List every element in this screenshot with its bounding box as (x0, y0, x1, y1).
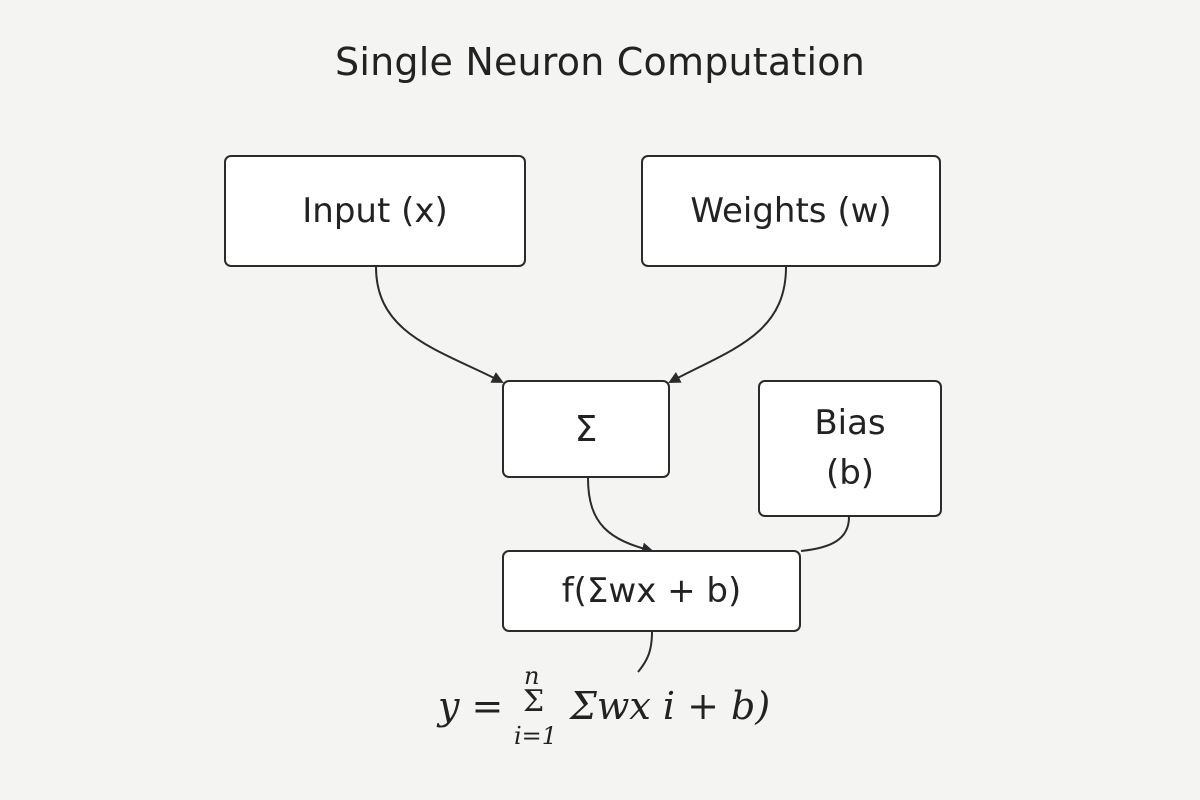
formula-sum-upper-limit: n (524, 662, 540, 690)
bias-node-label-line1: Bias (814, 403, 886, 444)
summation-node: Σ (502, 380, 670, 478)
formula-rhs: Σwx i + b) (570, 684, 771, 728)
edge-activation-to-formula (637, 631, 653, 673)
weights-node: Weights (w) (641, 155, 941, 267)
edge-sum-to-activation (587, 477, 654, 555)
formula-lhs: y = (438, 684, 504, 728)
input-node-label: Input (x) (302, 191, 448, 231)
bias-node: Bias (b) (758, 380, 942, 517)
edge-input-to-sum (375, 266, 504, 383)
weights-node-label: Weights (w) (690, 191, 892, 231)
edge-weights-to-sum (668, 266, 787, 383)
bias-node-label-line2: (b) (825, 452, 875, 493)
input-node: Input (x) (224, 155, 526, 267)
activation-node: f(Σwx + b) (502, 550, 801, 632)
summation-node-label: Σ (574, 408, 598, 450)
formula-sum-lower-limit: i=1 (514, 722, 558, 750)
edge-bias-to-activation (800, 516, 850, 552)
formula-summation-symbol: Σ (523, 684, 545, 719)
activation-node-label: f(Σwx + b) (561, 571, 742, 611)
diagram-title: Single Neuron Computation (335, 40, 865, 84)
